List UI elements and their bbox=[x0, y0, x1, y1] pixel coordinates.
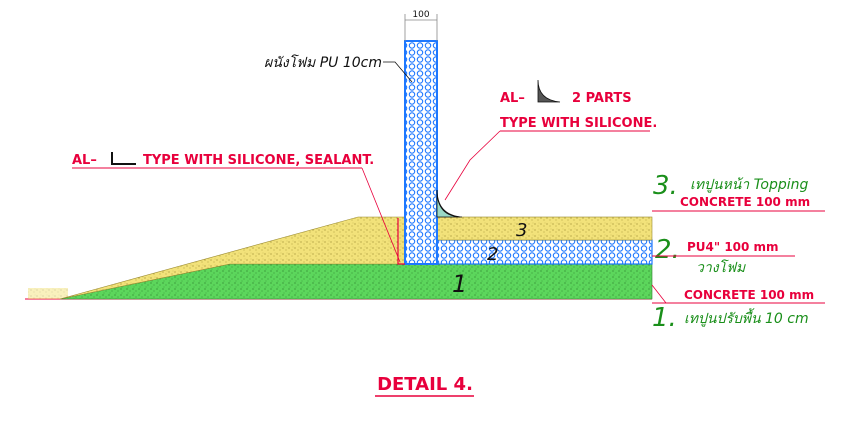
al-top-suffix: 2 PARTS bbox=[572, 91, 632, 106]
detail-title: DETAIL 4. bbox=[377, 374, 473, 395]
legend-1-thai: เทปูนปรับพื้น 10 cm bbox=[684, 308, 809, 327]
al-angle-left bbox=[397, 218, 405, 265]
legend-3-thai: เทปูนหน้า Topping bbox=[690, 177, 809, 193]
layer-num-3: 3 bbox=[516, 220, 527, 241]
legend-3-num: 3. bbox=[653, 171, 678, 201]
layer-2-foam bbox=[436, 239, 653, 265]
al-coving-profile bbox=[436, 189, 463, 218]
al-left-suffix: TYPE WITH SILICONE, SEALANT. bbox=[143, 153, 374, 168]
pu-wall-panel bbox=[404, 40, 438, 265]
legend-1-num: 1. bbox=[652, 303, 677, 333]
legend-1-leader bbox=[651, 284, 667, 304]
al-top-prefix: AL– bbox=[500, 91, 525, 106]
wall-leader bbox=[383, 61, 413, 83]
layer-num-1: 1 bbox=[452, 270, 467, 298]
al-top-line2: TYPE WITH SILICONE. bbox=[500, 116, 657, 131]
legend-2-en: PU4" 100 mm bbox=[687, 240, 779, 254]
wall-label: ผนังโฟม PU 10cm bbox=[264, 54, 382, 71]
al-top-leader bbox=[444, 130, 501, 201]
legend-1-en: CONCRETE 100 mm bbox=[684, 288, 814, 302]
layer-1-concrete bbox=[59, 263, 653, 300]
legend-3-en: CONCRETE 100 mm bbox=[680, 195, 810, 209]
dimension-label: 100 bbox=[412, 10, 429, 20]
layer-num-2: 2 bbox=[487, 244, 498, 265]
al-left-prefix: AL– bbox=[72, 153, 97, 168]
al-top-profile-icon bbox=[537, 79, 561, 103]
existing-floor-hatch bbox=[28, 288, 68, 299]
legend-2-thai: วางโฟม bbox=[696, 259, 746, 276]
al-coving-curve bbox=[436, 189, 461, 218]
al-left-leader bbox=[361, 167, 401, 263]
al-left-profile-icon bbox=[111, 152, 136, 165]
legend-2-num: 2. bbox=[655, 235, 680, 265]
layer-3-topping bbox=[436, 216, 653, 241]
